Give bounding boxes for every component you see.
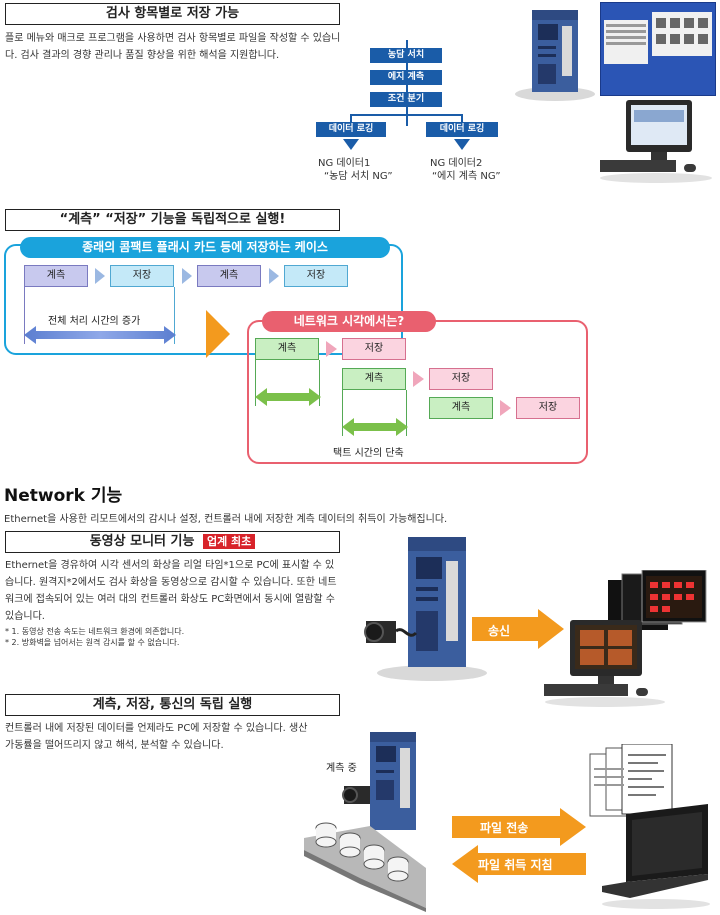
file-transfer-arrow: 파일 전송 xyxy=(452,808,586,846)
network-intro: Ethernet을 사용한 리모트에서의 감시나 설정, 컨트롤러 내에 저장한… xyxy=(4,514,448,525)
down-triangle-icon xyxy=(343,139,359,150)
case2-measure-3: 계측 xyxy=(429,397,493,419)
flow-data-logging-1: 데이터 로깅 xyxy=(316,122,386,137)
case1-guide-left xyxy=(24,287,25,344)
flow-step-gray-search: 농담 서치 xyxy=(370,48,442,63)
double-arrow-icon xyxy=(24,326,176,344)
flow-branch-left xyxy=(350,114,352,124)
section4-body: 컨트롤러 내에 저장된 데이터를 언제라도 PC에 저장할 수 있습니다. 생산… xyxy=(5,723,308,751)
double-arrow-icon xyxy=(255,388,321,406)
section4-title: 계측, 저장, 통신의 독립 실행 xyxy=(5,694,340,716)
flow-branch-right xyxy=(461,114,463,124)
case2-guide-c xyxy=(342,390,343,436)
case2-guide-d xyxy=(406,390,407,436)
case1-measure-1: 계측 xyxy=(24,265,88,287)
ng-data-1-detail: “농담 서치 NG” xyxy=(324,171,393,182)
case1-label: 종래의 콤팩트 플래시 카드 등에 저장하는 케이스 xyxy=(20,237,390,258)
chevron-right-icon xyxy=(269,268,279,284)
section2-title: “계측” “저장” 기능을 독립적으로 실행! xyxy=(5,209,340,231)
section3-title-text: 동영상 모니터 기능 xyxy=(89,534,195,549)
case1-measure-2: 계측 xyxy=(197,265,261,287)
file-fetch-label: 파일 취득 지침 xyxy=(478,858,553,872)
case1-time-label: 전체 처리 시간의 증가 xyxy=(48,316,141,327)
laptop-illustration xyxy=(602,804,710,909)
down-triangle-icon xyxy=(454,139,470,150)
case2-time-label: 택트 시간의 단축 xyxy=(333,448,404,459)
transition-arrow-icon xyxy=(206,310,230,358)
flow-step-edge-measure: 에지 계측 xyxy=(370,70,442,85)
video-screens-illustration xyxy=(608,570,707,630)
case2-guide-a xyxy=(255,360,256,406)
screen-capture-illustration xyxy=(600,2,716,96)
send-arrow: 송신 xyxy=(472,609,564,649)
ng-data-2-label: NG 데이터2 xyxy=(430,158,483,169)
flow-step-condition-branch: 조건 분기 xyxy=(370,92,442,107)
industry-first-badge: 업계 최초 xyxy=(202,534,256,549)
case1-guide-right xyxy=(174,287,175,344)
monitor-pc-illustration xyxy=(600,100,712,183)
chevron-right-icon xyxy=(182,268,192,284)
case2-guide-b xyxy=(319,360,320,406)
send-label: 송신 xyxy=(488,624,511,638)
case2-label: 네트워크 시각에서는? xyxy=(262,311,436,332)
flow-data-logging-2: 데이터 로깅 xyxy=(426,122,498,137)
section3-body: Ethernet을 경유하여 시각 센서의 화상을 리얼 타임*1으로 PC에 … xyxy=(5,560,337,622)
chevron-right-icon xyxy=(326,341,337,357)
monitor-pc-illustration xyxy=(544,620,665,707)
section1-title: 검사 항목별로 저장 가능 xyxy=(5,3,340,25)
case1-store-2: 저장 xyxy=(284,265,348,287)
chevron-right-icon xyxy=(413,371,424,387)
network-heading: Network 기능 xyxy=(4,486,123,506)
case2-measure-2: 계측 xyxy=(342,368,406,390)
case2-store-3: 저장 xyxy=(516,397,580,419)
section3-note-2: * 2. 방화벽을 넘어서는 원격 감시를 할 수 없습니다. xyxy=(5,638,180,647)
case1-store-1: 저장 xyxy=(110,265,174,287)
controller-conveyor-illustration xyxy=(304,732,426,912)
section3-note-1: * 1. 동영상 전송 속도는 네트워크 환경에 의존합니다. xyxy=(5,627,185,636)
case2-store-2: 저장 xyxy=(429,368,493,390)
left-arrow-icon xyxy=(452,845,586,883)
documents-illustration xyxy=(589,744,673,817)
right-arrow-icon xyxy=(472,609,564,649)
file-transfer-label: 파일 전송 xyxy=(480,821,529,835)
section3-title: 동영상 모니터 기능 업계 최초 xyxy=(5,531,340,553)
controller-illustration xyxy=(515,10,595,101)
double-arrow-icon xyxy=(342,418,408,436)
right-arrow-icon xyxy=(452,808,586,846)
flow-branch-line xyxy=(350,114,462,116)
case2-store-1: 저장 xyxy=(342,338,406,360)
controller-camera-illustration xyxy=(364,537,487,681)
ng-data-1-label: NG 데이터1 xyxy=(318,158,371,169)
measuring-label: 계측 중 xyxy=(326,763,357,774)
case2-measure-1: 계측 xyxy=(255,338,319,360)
section1-body: 플로 메뉴와 매크로 프로그램을 사용하면 검사 항목별로 파일을 작성할 수 … xyxy=(5,33,341,61)
chevron-right-icon xyxy=(500,400,511,416)
chevron-right-icon xyxy=(95,268,105,284)
file-fetch-arrow: 파일 취득 지침 xyxy=(452,845,586,883)
ng-data-2-detail: “에지 계측 NG” xyxy=(432,171,501,182)
